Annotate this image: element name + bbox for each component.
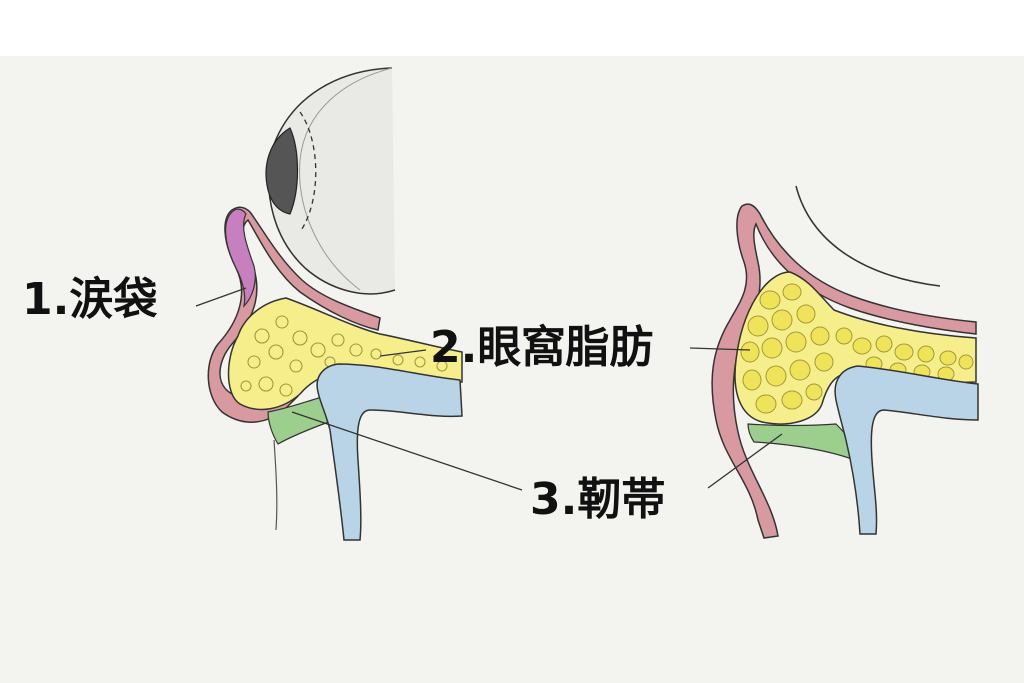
leader-lines [195,287,783,491]
left-cornea-dashed [299,111,317,233]
left-cheek-outline [273,439,278,531]
left-ligament [267,395,335,445]
right-figure [711,185,979,539]
right-bone [834,365,979,535]
leader-line-orbital-fat-left [379,349,427,357]
left-eyeball [267,67,396,295]
leader-line-ligament-left [291,411,523,491]
label-tear-trough: 1.涙袋 [22,274,158,325]
left-figure [207,67,463,541]
left-tear-trough-region [225,208,256,308]
leader-line-ligament-right [707,433,783,489]
right-fat-lobules [740,283,974,414]
left-iris [265,127,299,215]
left-eyeball-shade [299,67,393,291]
leader-line-tear-trough [195,287,247,307]
leader-line-orbital-fat-right [689,347,751,351]
label-orbital-fat: 2.眼窩脂肪 [430,322,654,373]
left-bone [316,363,463,541]
right-eyeball-arc [795,185,941,287]
label-ligament: 3.靭帯 [530,474,666,525]
